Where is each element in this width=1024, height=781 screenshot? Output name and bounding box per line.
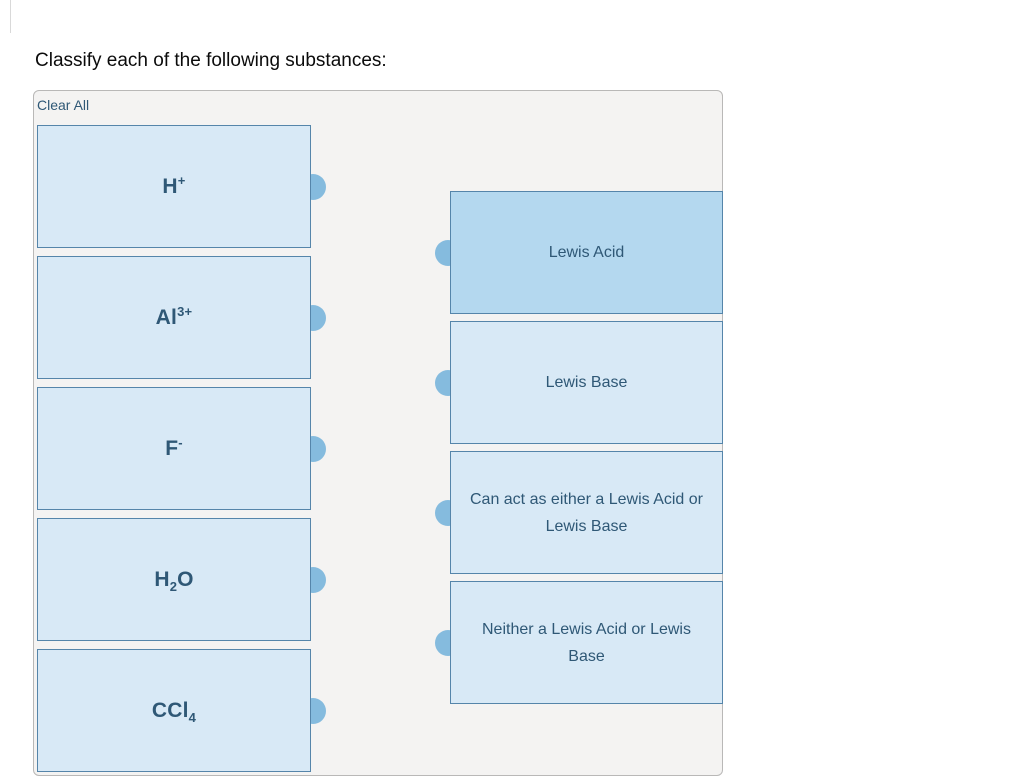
page-title: Classify each of the following substance… bbox=[35, 50, 387, 71]
item-formula: H+ bbox=[162, 172, 186, 198]
item-formula: H2O bbox=[154, 567, 194, 594]
drop-target-neither-lewis-acid-nor-base[interactable]: Neither a Lewis Acid or Lewis Base bbox=[435, 581, 723, 704]
drop-target-lewis-base[interactable]: Lewis Base bbox=[435, 321, 723, 444]
target-box[interactable]: Lewis Acid bbox=[450, 191, 723, 314]
item-box[interactable]: F- bbox=[37, 387, 311, 510]
draggable-item-f-minus[interactable]: F- bbox=[37, 387, 326, 510]
item-formula: F- bbox=[165, 434, 183, 460]
draggable-item-h2o[interactable]: H2O bbox=[37, 518, 326, 641]
item-box[interactable]: H2O bbox=[37, 518, 311, 641]
classification-panel: Clear All H+ Al3+ F- H2O CCl4 L bbox=[33, 90, 723, 776]
window-edge-line bbox=[10, 0, 11, 33]
target-box[interactable]: Neither a Lewis Acid or Lewis Base bbox=[450, 581, 723, 704]
item-formula: Al3+ bbox=[155, 303, 193, 329]
target-box[interactable]: Lewis Base bbox=[450, 321, 723, 444]
draggable-item-al-3-plus[interactable]: Al3+ bbox=[37, 256, 326, 379]
clear-all-button[interactable]: Clear All bbox=[37, 97, 90, 113]
target-box[interactable]: Can act as either a Lewis Acid or Lewis … bbox=[450, 451, 723, 574]
item-box[interactable]: CCl4 bbox=[37, 649, 311, 772]
drop-target-lewis-acid[interactable]: Lewis Acid bbox=[435, 191, 723, 314]
draggable-item-h-plus[interactable]: H+ bbox=[37, 125, 326, 248]
target-label: Neither a Lewis Acid or Lewis Base bbox=[482, 620, 691, 665]
target-label: Lewis Base bbox=[545, 374, 628, 391]
item-box[interactable]: Al3+ bbox=[37, 256, 311, 379]
item-box[interactable]: H+ bbox=[37, 125, 311, 248]
draggable-item-ccl4[interactable]: CCl4 bbox=[37, 649, 326, 772]
target-label: Can act as either a Lewis Acid or Lewis … bbox=[469, 490, 703, 535]
drop-target-either-lewis-acid-or-base[interactable]: Can act as either a Lewis Acid or Lewis … bbox=[435, 451, 723, 574]
target-label: Lewis Acid bbox=[548, 244, 625, 261]
item-formula: CCl4 bbox=[151, 698, 197, 725]
